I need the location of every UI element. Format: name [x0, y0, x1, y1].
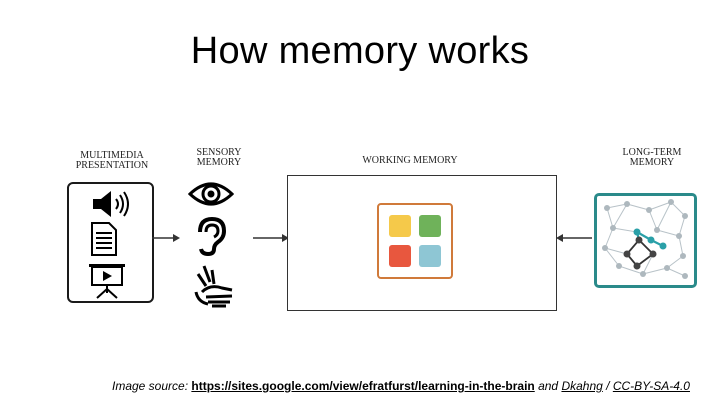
document-icon	[91, 222, 117, 256]
arrow-sensory-to-working	[253, 234, 289, 242]
source-link-license[interactable]: CC-BY-SA-4.0	[612, 379, 690, 393]
ear-icon	[198, 216, 227, 256]
source-link-google-sites[interactable]: https://sites.google.com/view/efratfurst…	[191, 379, 535, 393]
source-link-author[interactable]: Dkahng	[561, 379, 603, 393]
eye-icon	[188, 182, 234, 206]
source-prefix: Image source:	[112, 379, 192, 393]
neural-network-graphic	[602, 199, 688, 279]
speaker-icon	[93, 191, 129, 217]
working-memory-slots	[377, 203, 453, 279]
page-title: How memory works	[190, 30, 530, 72]
longterm-memory-box	[594, 193, 697, 288]
arrow-multimedia-to-sensory	[152, 234, 180, 242]
working-memory-label: WORKING MEMORY	[362, 155, 458, 166]
multimedia-box	[67, 182, 154, 303]
slot-green	[419, 215, 441, 237]
slot-yellow	[389, 215, 411, 237]
presentation-icon	[89, 264, 125, 299]
source-middle: and	[534, 379, 562, 393]
working-memory-box	[287, 175, 557, 311]
longterm-label: LONG-TERM MEMORY	[622, 147, 682, 168]
source-separator: /	[602, 379, 613, 393]
image-source-caption: Image source: https://sites.google.com/v…	[112, 379, 690, 393]
multimedia-label: MULTIMEDIA PRESENTATION	[75, 150, 149, 171]
sensory-label: SENSORY MEMORY	[196, 147, 242, 168]
arrow-longterm-to-working	[556, 234, 592, 242]
hand-icon	[194, 265, 233, 308]
slot-blue	[419, 245, 441, 267]
slot-red	[389, 245, 411, 267]
